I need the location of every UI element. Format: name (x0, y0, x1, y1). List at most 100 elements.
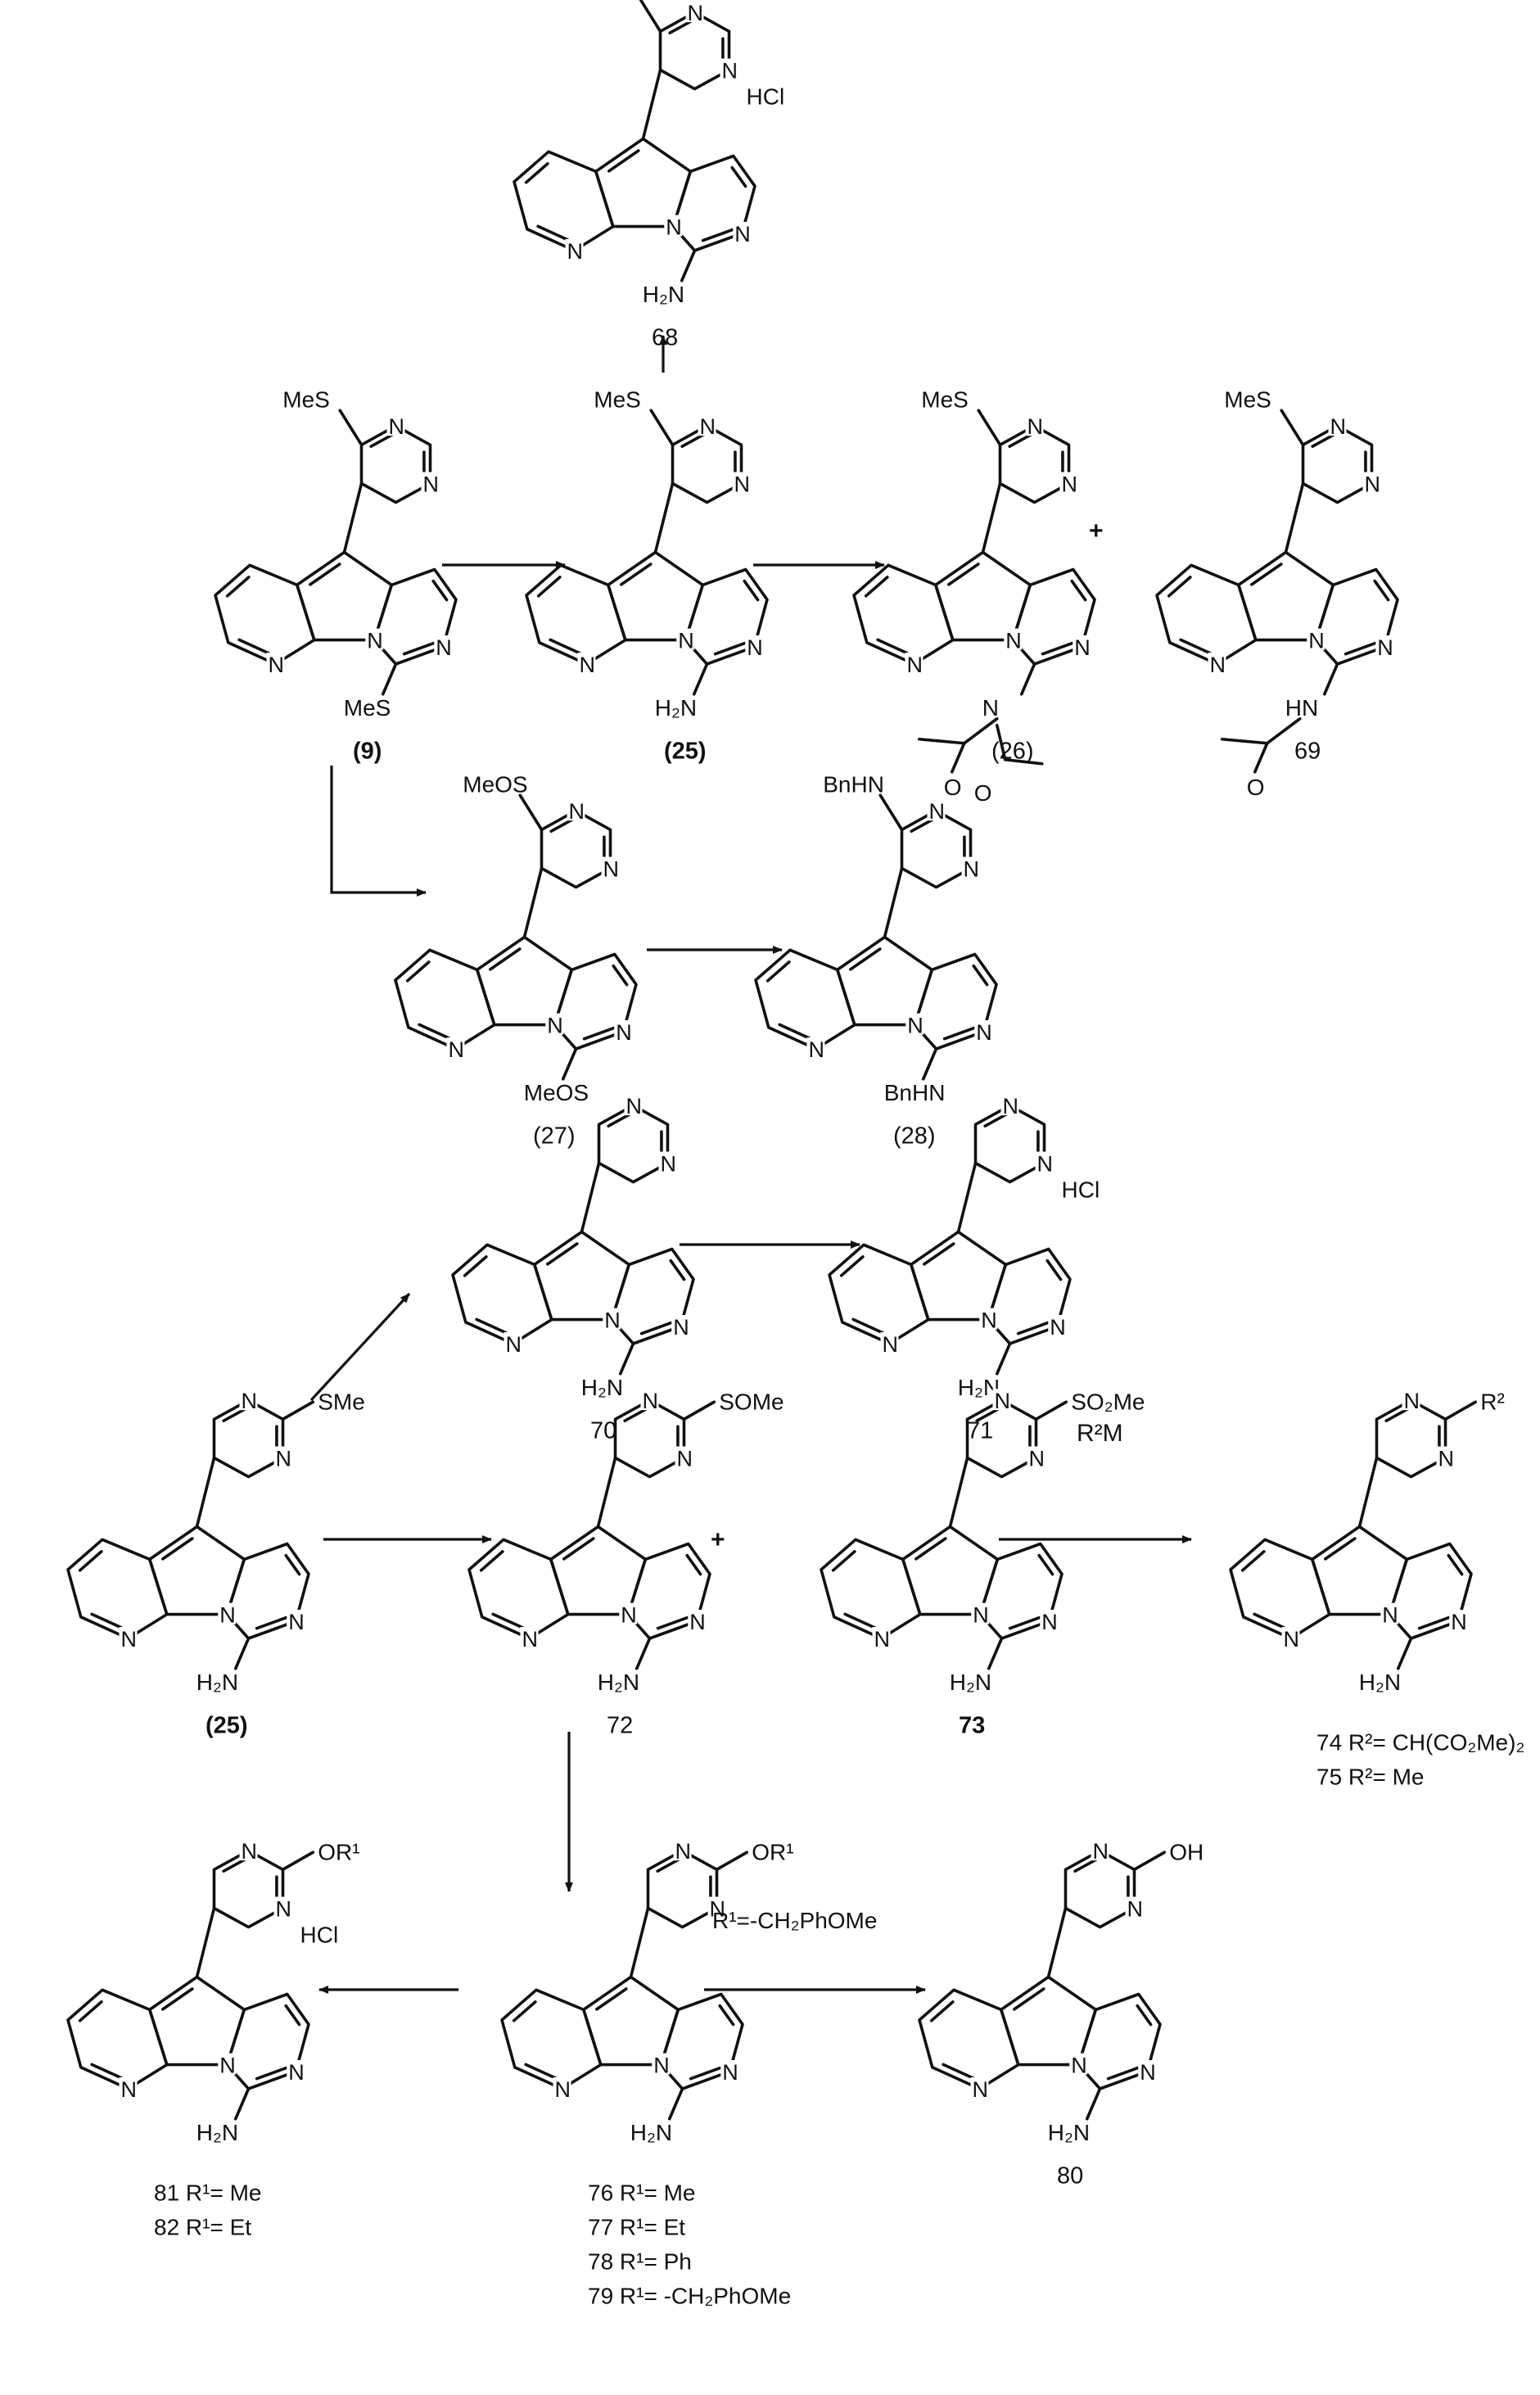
compound-label: 71 (967, 1418, 993, 1444)
bottom-substituent: H₂N (630, 2120, 672, 2145)
pyrimidine-substituent: SO₂Me (1071, 1389, 1145, 1414)
nitrogen-atom: N (688, 1, 704, 25)
nitrogen-atom: N (653, 2054, 670, 2078)
nitrogen-atom: N (1074, 635, 1091, 660)
nitrogen-atom: N (907, 1014, 924, 1038)
nitrogen-atom: N (976, 1020, 992, 1045)
compound-label: 69 (1294, 739, 1321, 765)
compound-c27: NNNNNMeOSMeOS(27) (395, 771, 636, 1149)
bottom-substituent: H₂N (950, 1670, 991, 1695)
nitrogen-atom: N (677, 1447, 693, 1471)
nitrogen-atom: N (1308, 629, 1325, 653)
nitrogen-atom: N (1003, 1094, 1019, 1118)
compound-c81: NNNNNOR¹H₂NHCl81 R¹= Me82 R¹= Et (68, 1839, 360, 2239)
bottom-substituent: H₂N (1359, 1670, 1401, 1695)
nitrogen-atom: N (973, 2077, 989, 2102)
nitrogen-atom: N (675, 1839, 692, 1864)
nitrogen-atom: N (673, 1315, 689, 1340)
compound-label: 72 (607, 1713, 633, 1739)
nitrogen-atom: N (1330, 414, 1347, 439)
arrow-label-r2m: R²M (1077, 1420, 1123, 1447)
nitrogen-atom: N (678, 629, 694, 653)
nitrogen-atom: N (367, 629, 383, 653)
nitrogen-atom: N (436, 635, 452, 660)
nitrogen-atom: N (1050, 1315, 1066, 1340)
plus-sign: + (1089, 517, 1104, 545)
compound-c68: NNNNNMeSH₂NHCl68 (514, 0, 784, 351)
compound-label: (25) (205, 1713, 248, 1739)
bottom-substituent: H₂N (1048, 2120, 1090, 2145)
nitrogen-atom: N (389, 414, 405, 439)
nitrogen-atom: N (121, 2077, 138, 2102)
nitrogen-atom: N (522, 1627, 539, 1652)
nitrogen-atom: N (1377, 635, 1393, 660)
pyrimidine-substituent: BnHN (823, 771, 884, 797)
plus-sign: + (711, 1526, 725, 1553)
compound-label-line: 78 R¹= Ph (588, 2249, 692, 2275)
nitrogen-atom: N (603, 857, 620, 882)
bottom-substituent: N (982, 695, 999, 721)
bottom-substituent: BnHN (884, 1080, 946, 1105)
compound-label: (25) (664, 739, 707, 765)
compound-label: (9) (353, 739, 382, 765)
nitrogen-atom: N (121, 1627, 138, 1652)
nitrogen-atom: N (269, 653, 285, 677)
compound-c74: NNNNNR²H₂N74 R²= CH(CO₂Me)₂75 R²= Me (1231, 1389, 1524, 1789)
arrow-label-r1-condition: R¹=-CH₂PhOMe (712, 1908, 877, 1933)
nitrogen-atom: N (547, 1014, 563, 1038)
bottom-substituent: H₂N (196, 2120, 238, 2145)
nitrogen-atom: N (1093, 1839, 1109, 1864)
nitrogen-atom: N (1071, 2054, 1087, 2078)
nitrogen-atom: N (700, 414, 716, 439)
nitrogen-atom: N (604, 1308, 621, 1333)
nitrogen-atom: N (734, 222, 751, 246)
arrow-9-to-27 (332, 766, 426, 892)
bottom-substituent: H₂N (655, 695, 697, 721)
compound-c26: NNNNNMeSNOO(26) (854, 386, 1095, 806)
pyrimidine-substituent: MeS (594, 386, 641, 412)
compound-label-line: 76 R¹= Me (588, 2180, 696, 2206)
pyrimidine-substituent: OR¹ (318, 1839, 359, 1864)
nitrogen-atom: N (1127, 1897, 1144, 1922)
pyrimidine-substituent: MeOS (463, 771, 527, 797)
pyrimidine-substituent: SMe (318, 1389, 365, 1414)
nitrogen-atom: N (1365, 472, 1381, 497)
nitrogen-atom: N (219, 2054, 236, 2078)
nitrogen-atom: N (747, 635, 763, 660)
nitrogen-atom: N (288, 2060, 305, 2085)
compound-c80: NNNNNOHH₂N80 (919, 1839, 1204, 2189)
nitrogen-atom: N (276, 1897, 292, 1922)
bottom-substituent: H₂N (581, 1375, 623, 1400)
compound-label-line: 81 R¹= Me (154, 2180, 262, 2206)
compound-label-line: 79 R¹= -CH₂PhOMe (588, 2284, 791, 2309)
nitrogen-atom: N (626, 1094, 643, 1118)
bottom-substituent: MeS (344, 695, 391, 721)
nitrogen-atom: N (276, 1447, 292, 1471)
nitrogen-atom: N (874, 1627, 891, 1652)
compound-label-line: 82 R¹= Et (154, 2215, 251, 2240)
nitrogen-atom: N (1284, 1627, 1300, 1652)
nitrogen-atom: N (1438, 1447, 1455, 1471)
arrow-25-to-70 (311, 1294, 409, 1400)
nitrogen-atom: N (809, 1037, 825, 1062)
nitrogen-atom: N (907, 653, 924, 677)
nitrogen-atom: N (929, 799, 946, 824)
nitrogen-atom: N (288, 1610, 305, 1634)
nitrogen-atom: N (567, 239, 584, 264)
compound-label: 80 (1057, 2163, 1083, 2189)
carbonyl-oxygen: O (944, 775, 962, 800)
nitrogen-atom: N (1382, 1603, 1398, 1628)
nitrogen-atom: N (555, 2077, 571, 2102)
compound-c25b: NNNNNSMeH₂N(25) (68, 1389, 365, 1738)
nitrogen-atom: N (1451, 1610, 1467, 1634)
nitrogen-atom: N (1062, 472, 1078, 497)
nitrogen-atom: N (1029, 1447, 1045, 1471)
nitrogen-atom: N (1037, 1152, 1054, 1177)
compound-label: (28) (893, 1123, 936, 1150)
salt-label: HCl (747, 84, 785, 110)
compound-label: 70 (590, 1418, 616, 1444)
nitrogen-atom: N (722, 59, 738, 84)
bottom-substituent: MeOS (524, 1080, 589, 1105)
nitrogen-atom: N (1210, 653, 1226, 677)
bottom-substituent: H₂N (598, 1670, 639, 1695)
